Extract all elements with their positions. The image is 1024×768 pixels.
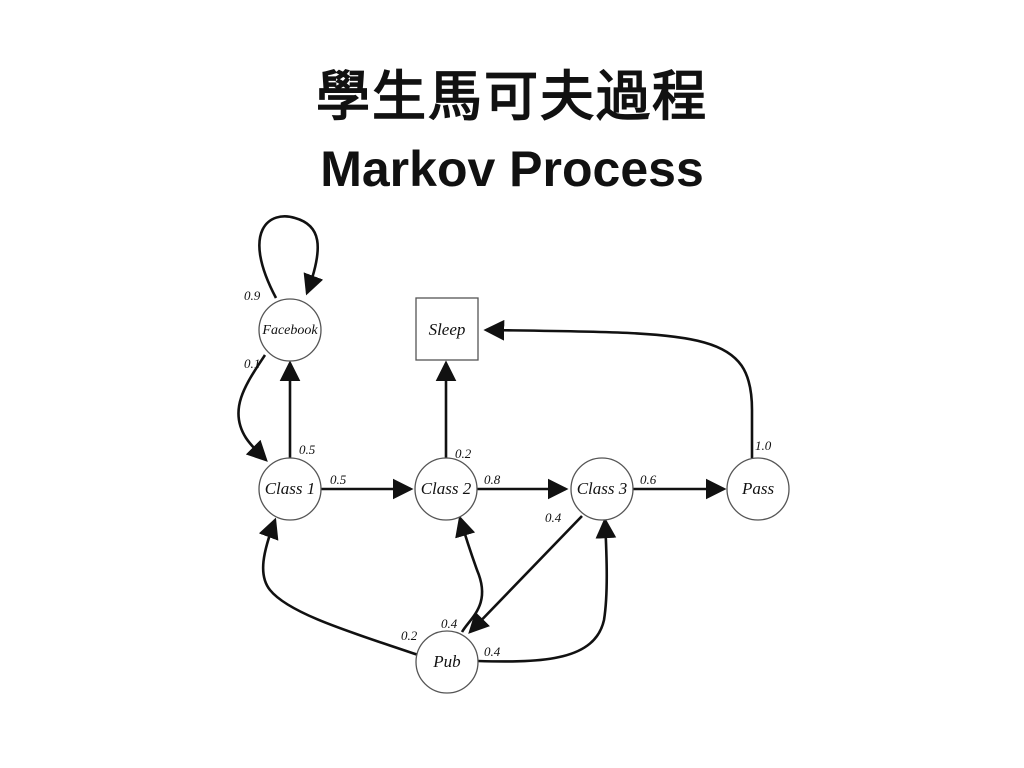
label-class2-class3: 0.8 <box>484 472 501 487</box>
node-pub: Pub <box>415 630 479 694</box>
edge-pub-class2 <box>455 515 484 633</box>
node-label: Pass <box>741 479 775 498</box>
edge-pub-class1 <box>258 517 419 657</box>
label-pub-class2: 0.4 <box>441 616 458 631</box>
edge-labels: 0.9 0.1 0.5 0.5 0.2 0.8 0.6 0.4 1.0 0.2 … <box>244 288 772 659</box>
label-class3-pass: 0.6 <box>640 472 657 487</box>
node-class3: Class 3 <box>570 457 634 521</box>
edge-class3-pub <box>468 515 583 634</box>
label-pass-sleep: 1.0 <box>755 438 772 453</box>
label-class2-sleep: 0.2 <box>455 446 472 461</box>
title-english: Markov Process <box>320 141 704 197</box>
node-class1: Class 1 <box>258 457 322 521</box>
edges <box>237 215 754 663</box>
node-pass: Pass <box>726 457 790 521</box>
node-label: Sleep <box>429 320 466 339</box>
edge-facebook-class1 <box>237 354 268 462</box>
node-label: Class 1 <box>265 479 316 498</box>
node-label: Facebook <box>261 323 318 338</box>
node-label: Class 2 <box>421 479 472 498</box>
label-pub-class3: 0.4 <box>484 644 501 659</box>
node-class2: Class 2 <box>414 457 478 521</box>
edge-pub-class3 <box>477 517 617 663</box>
label-pub-class1: 0.2 <box>401 628 418 643</box>
label-class1-facebook: 0.5 <box>299 442 316 457</box>
node-facebook: Facebook <box>258 298 322 362</box>
label-class3-pub: 0.4 <box>545 510 562 525</box>
node-label: Pub <box>432 652 460 671</box>
label-facebook-class1: 0.1 <box>244 356 260 371</box>
node-label: Class 3 <box>577 479 628 498</box>
title-chinese: 學生馬可夫過程 <box>316 65 708 128</box>
edge-pass-sleep <box>483 319 754 458</box>
label-facebook-facebook: 0.9 <box>244 288 261 303</box>
node-sleep: Sleep <box>415 297 479 361</box>
label-class1-class2: 0.5 <box>330 472 347 487</box>
edge-facebook-facebook <box>258 215 324 299</box>
